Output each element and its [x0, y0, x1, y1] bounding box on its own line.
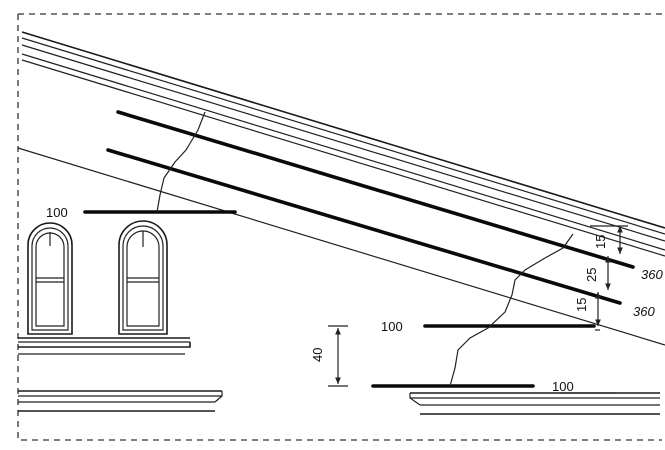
crack-right: [449, 233, 574, 387]
label-rake-lower: 360: [633, 304, 655, 319]
window-right: [118, 220, 168, 335]
label-dim-vertical: 40: [310, 348, 325, 362]
label-dim-top: 15: [593, 235, 608, 249]
cornice-lower-right: [409, 392, 660, 415]
dimension-chain: [590, 225, 628, 331]
dimension-vertical: [328, 325, 348, 387]
label-dim-bottom: 15: [574, 298, 589, 312]
rake-bar-lower: [106, 148, 622, 305]
label-rake-upper: 360: [641, 267, 663, 282]
roof-moulding: [21, 31, 665, 257]
rake-bar-upper: [116, 110, 635, 269]
crack-left: [156, 111, 206, 213]
sill-cornice: [18, 337, 191, 355]
label-course-left: 100: [46, 205, 68, 220]
window-left: [27, 222, 73, 335]
gable-rake-line: [17, 147, 665, 346]
cornice-lower-left: [18, 390, 223, 412]
drawing-frame: [17, 13, 662, 441]
label-course-bottom: 100: [552, 379, 574, 394]
label-course-middle: 100: [381, 319, 403, 334]
label-dim-mid: 25: [584, 268, 599, 282]
